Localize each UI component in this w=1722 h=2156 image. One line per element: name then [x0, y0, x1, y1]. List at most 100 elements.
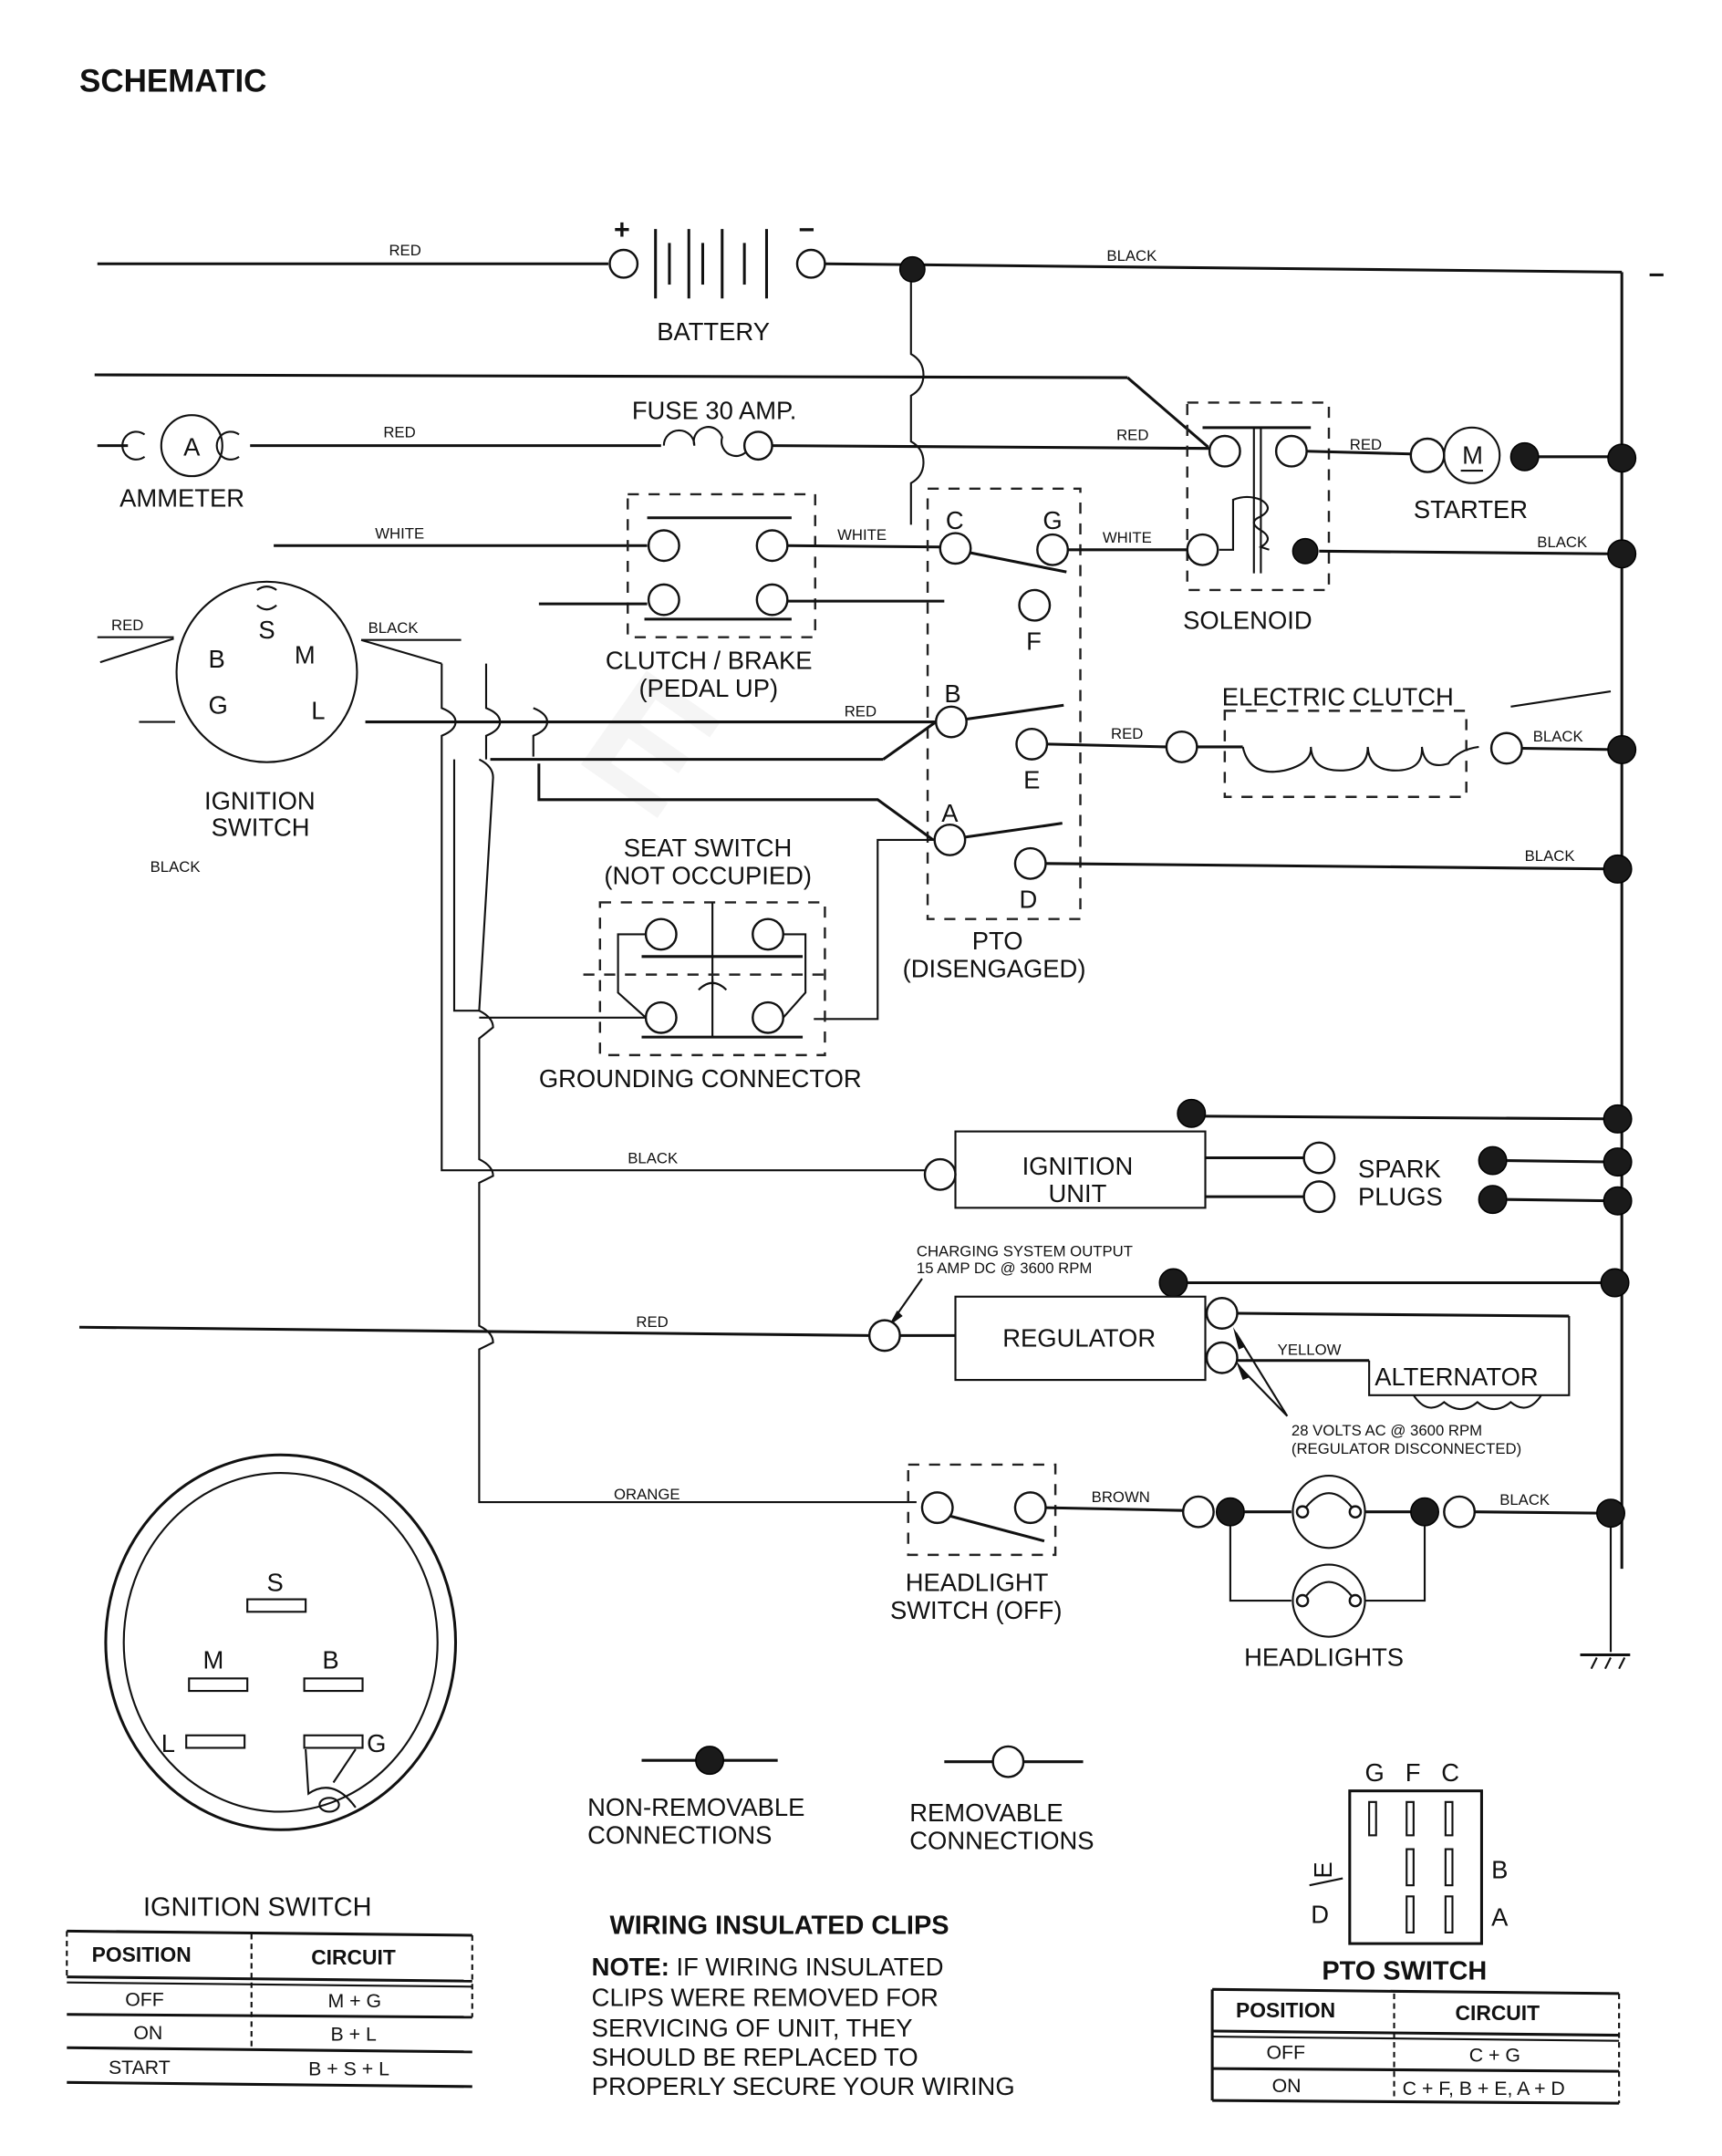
alternator-label: ALTERNATOR — [1374, 1363, 1539, 1391]
pto-label-2: (DISENGAGED) — [903, 955, 1086, 983]
table-header-position: POSITION — [92, 1943, 192, 1966]
wire-label-white: WHITE — [1103, 529, 1152, 546]
wire-label-red: RED — [383, 423, 415, 441]
table-cell: ON — [1272, 2075, 1302, 2097]
detail-terminal-l: L — [161, 1729, 175, 1757]
pto-switch-title: PTO SWITCH — [1322, 1957, 1487, 1986]
pto-terminal-c: C — [946, 506, 964, 534]
regulator-label: REGULATOR — [1002, 1324, 1156, 1353]
wire-label-red: RED — [1350, 436, 1382, 453]
wire-label-red: RED — [636, 1313, 668, 1331]
non-removable-connection — [1596, 1498, 1625, 1529]
wire — [532, 707, 549, 757]
wire — [1045, 862, 1623, 871]
ignition-unit-label-1: IGNITION — [1022, 1152, 1134, 1180]
wire-label-orange: ORANGE — [614, 1486, 680, 1503]
wire — [99, 637, 174, 664]
non-removable-connection — [1607, 539, 1637, 569]
non-removable-connection — [898, 255, 926, 283]
pto-detail-left-d: D — [1311, 1900, 1329, 1928]
legend-removable-2: CONNECTIONS — [909, 1827, 1094, 1855]
ignition-switch-title: IGNITION SWITCH — [143, 1893, 372, 1923]
wire-label-white: WHITE — [375, 525, 424, 543]
battery-label: BATTERY — [657, 317, 770, 346]
wire — [484, 663, 502, 760]
pto-detail-right-a: A — [1491, 1902, 1509, 1931]
starter: M STARTER — [1409, 426, 1540, 523]
wire-label-black: BLACK — [1537, 534, 1587, 551]
detail-terminal-g: G — [367, 1729, 386, 1757]
table-cell: B + L — [331, 2024, 377, 2046]
note-label: NOTE: — [592, 1953, 669, 1981]
wire-label-yellow: YELLOW — [1278, 1342, 1342, 1359]
wire — [452, 759, 480, 1012]
wire-label-black: BLACK — [1533, 728, 1583, 745]
clutch-brake-switch: CLUTCH / BRAKE (PEDAL UP) — [606, 492, 816, 702]
wire — [1306, 450, 1411, 456]
wire-label-black: BLACK — [1499, 1491, 1550, 1508]
ignition-unit: IGNITION UNIT SPARK PLUGS — [923, 1098, 1633, 1216]
wire-label-black: BLACK — [1106, 247, 1157, 264]
wire — [772, 444, 1211, 451]
table-cell: ON — [133, 2022, 162, 2044]
wire — [78, 1325, 870, 1337]
spark-plugs-label-1: SPARK — [1358, 1155, 1441, 1183]
pto-switch: C G F B E A D PTO (DISENGAGED) — [903, 487, 1086, 983]
alternator-output-label-1: 28 VOLTS AC @ 3600 RPM — [1292, 1422, 1482, 1439]
table-header-circuit: CIRCUIT — [311, 1945, 396, 1969]
note-text: IF WIRING INSULATED — [669, 1953, 944, 1981]
wire — [94, 373, 1128, 379]
electric-clutch: ELECTRIC CLUTCH — [1165, 682, 1523, 798]
clutch-brake-label-2: (PEDAL UP) — [638, 674, 778, 702]
wire — [478, 758, 917, 1504]
solenoid-label: SOLENOID — [1183, 606, 1312, 635]
wire — [537, 763, 935, 842]
legend-removable-1: REMOVABLE — [909, 1798, 1063, 1827]
grounding-connector-label: GROUNDING CONNECTOR — [539, 1064, 862, 1093]
wire — [441, 663, 926, 1172]
wire-label-black: BLACK — [368, 619, 419, 637]
table-cell: OFF — [125, 1989, 164, 2011]
table-cell: M + G — [327, 1990, 381, 2012]
detail-terminal-m: M — [202, 1646, 223, 1674]
alternator: ALTERNATOR — [1368, 1316, 1571, 1411]
wire — [1126, 376, 1209, 449]
non-removable-connection — [1603, 854, 1633, 884]
seat-switch-label-2: (NOT OCCUPIED) — [604, 862, 812, 890]
wire-label-red: RED — [1111, 725, 1143, 742]
non-removable-connection — [1607, 735, 1637, 764]
wire-label-black: BLACK — [1525, 847, 1575, 865]
solenoid: SOLENOID — [1183, 401, 1331, 635]
ignition-terminal-m: M — [295, 641, 316, 669]
pto-detail-top-c: C — [1441, 1758, 1459, 1787]
ignition-unit-label-2: UNIT — [1048, 1179, 1106, 1208]
headlights-label: HEADLIGHTS — [1244, 1643, 1404, 1672]
ignition-switch-table: POSITION CIRCUIT OFF M + G ON B + L STAR… — [66, 1929, 473, 2089]
removable-connection — [795, 248, 826, 279]
ammeter: A AMMETER — [97, 414, 244, 513]
ignition-terminal-s: S — [258, 616, 275, 644]
electric-clutch-label: ELECTRIC CLUTCH — [1222, 682, 1454, 710]
battery-row: RED + − BATTERY BLACK — [97, 214, 1664, 1570]
pto-terminal-e: E — [1023, 766, 1040, 794]
legend-non-removable-2: CONNECTIONS — [587, 1821, 772, 1850]
non-removable-connection-icon — [695, 1746, 725, 1776]
alternator-output-label-2: (REGULATOR DISCONNECTED) — [1292, 1440, 1521, 1457]
starter-label: STARTER — [1414, 495, 1528, 523]
ammeter-label: AMMETER — [119, 484, 244, 513]
pto-detail-right-b: B — [1491, 1856, 1508, 1884]
wiring-clips-note-line: PROPERLY SECURE YOUR WIRING — [592, 2072, 1015, 2100]
wire — [787, 544, 942, 549]
starter-symbol: M — [1462, 441, 1483, 469]
headlight-switch: HEADLIGHT SWITCH (OFF) — [890, 1463, 1063, 1624]
wire — [360, 638, 442, 665]
ignition-switch-label-1: IGNITION — [204, 786, 316, 814]
wire-label-red: RED — [1116, 427, 1148, 444]
headlight-switch-label-1: HEADLIGHT — [906, 1568, 1049, 1596]
headlights: HEADLIGHTS — [1181, 1475, 1477, 1672]
pto-detail-left-e: E — [1309, 1861, 1337, 1878]
battery-plus-label: + — [614, 214, 630, 245]
wiring-clips-note: WIRING INSULATED CLIPS NOTE: IF WIRING I… — [592, 1911, 1015, 2100]
ground-symbol — [1580, 1653, 1631, 1670]
pto-terminal-g: G — [1043, 506, 1062, 534]
